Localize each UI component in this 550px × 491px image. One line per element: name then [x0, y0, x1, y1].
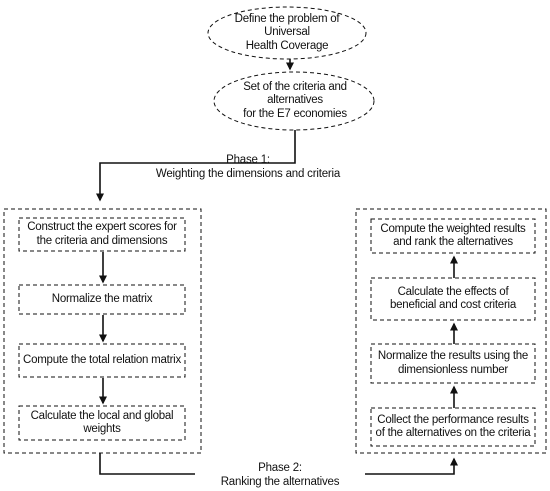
connector-criteria-to-phase1 — [96, 130, 296, 202]
phase1-step-4-label: Calculate the local and global weights — [30, 409, 174, 436]
phase2-step-1-box — [370, 407, 536, 447]
phase2-step-3-label: Calculate the effects of beneficial and … — [390, 285, 516, 312]
phase1-step-3-label: Compute the total relation matrix — [23, 353, 181, 366]
phase2-step-3-box — [370, 277, 536, 321]
phase2-label: Phase 2: Ranking the alternatives — [195, 462, 365, 489]
phase1-step-2-label: Normalize the matrix — [51, 292, 153, 305]
define-problem-label: Define the problem of Universal Health C… — [234, 12, 340, 52]
criteria-set-ellipse — [213, 71, 375, 131]
phase2-step-2-box — [370, 343, 536, 384]
phase2-step-4-label: Compute the weighted results and rank th… — [380, 222, 526, 249]
phase1-step-1-box — [18, 217, 186, 252]
criteria-set-label: Set of the criteria and alternatives for… — [243, 80, 347, 120]
phase1-step-3-box — [18, 343, 186, 378]
phase2-step-2-label: Normalize the results using the dimensio… — [377, 350, 529, 376]
phase1-step-4-box — [18, 405, 186, 441]
phase1-label: Phase 1: Weighting the dimensions and cr… — [155, 154, 341, 180]
phase2-container — [355, 208, 547, 454]
phase2-step-1-label: Collect the performance results of the a… — [375, 413, 531, 440]
phase2-step-4-box — [370, 218, 536, 254]
phase1-step-1-label: Construct the expert scores for the crit… — [27, 221, 177, 247]
phase1-container — [3, 208, 202, 454]
define-problem-ellipse — [207, 6, 367, 60]
